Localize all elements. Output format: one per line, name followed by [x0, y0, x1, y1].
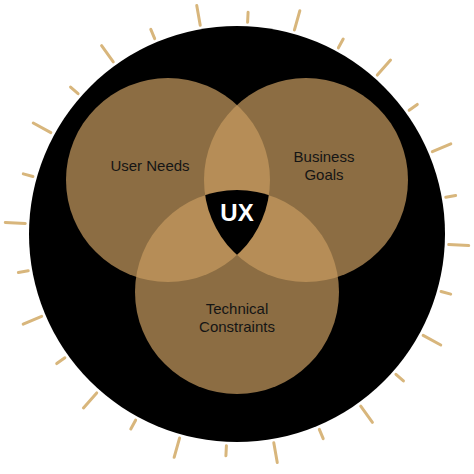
- circle-label: User Needs: [105, 157, 195, 175]
- sun-ray: [131, 420, 136, 429]
- sun-rays: [5, 6, 468, 463]
- sun-ray: [338, 39, 343, 48]
- black-disc: [29, 26, 445, 442]
- sun-ray: [449, 243, 469, 247]
- sun-ray: [274, 443, 277, 463]
- sun-ray: [23, 174, 33, 177]
- sun-ray: [71, 87, 78, 94]
- sun-ray: [23, 316, 41, 324]
- ux-center-shape: UX: [182, 172, 292, 284]
- ux-shape-outline: [182, 172, 292, 284]
- sun-ray: [396, 374, 403, 381]
- sun-ray: [361, 406, 373, 422]
- sun-ray: [409, 104, 417, 110]
- sun-ray: [246, 12, 249, 22]
- sun-ray: [432, 144, 450, 152]
- sun-ray: [423, 335, 441, 345]
- center-label: UX: [182, 199, 292, 228]
- sun-ray: [57, 358, 65, 364]
- sun-ray: [33, 123, 51, 133]
- circle-label: Business Goals: [274, 148, 374, 184]
- sun-ray: [102, 46, 114, 62]
- sun-ray: [446, 195, 456, 197]
- sun-ray: [197, 6, 200, 26]
- sun-ray: [441, 291, 451, 294]
- sun-ray: [5, 221, 25, 225]
- sun-ray: [174, 438, 179, 457]
- sun-ray: [377, 60, 390, 75]
- circle-label: Technical Constraints: [177, 300, 297, 336]
- sun-ray: [83, 393, 96, 408]
- sun-ray: [18, 271, 28, 273]
- sun-ray: [294, 11, 299, 30]
- sun-ray: [151, 29, 155, 38]
- sun-ray: [224, 446, 227, 456]
- sun-ray: [319, 429, 323, 438]
